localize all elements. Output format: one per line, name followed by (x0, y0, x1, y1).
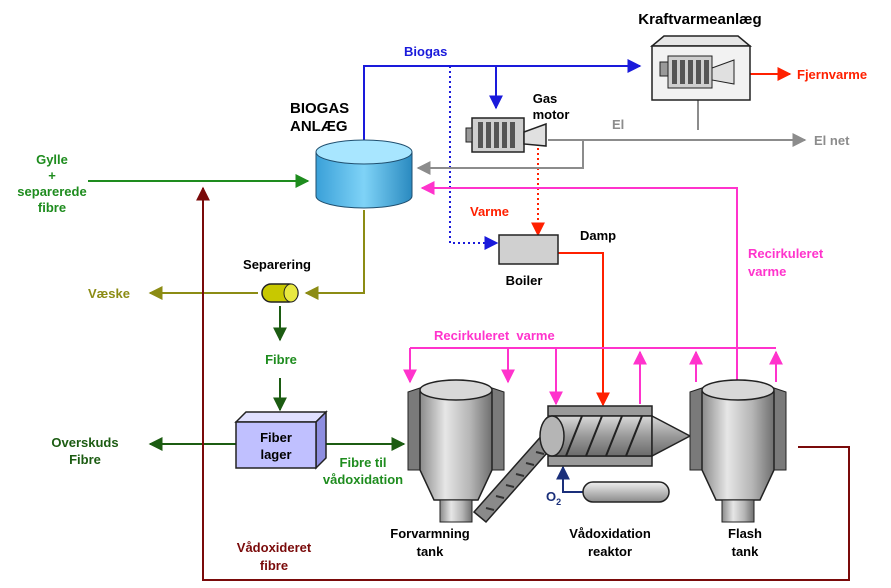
recirk-lines (403, 181, 783, 406)
damp-arrow (558, 252, 610, 407)
fiber-lager-label-2: lager (260, 447, 291, 462)
flash-tank (689, 379, 787, 523)
o2-arrow (556, 465, 583, 493)
biogas-plant-label-2: ANLÆG (290, 118, 348, 135)
recirk-right-label-2: varme (748, 264, 786, 279)
separation-lines (148, 210, 365, 300)
separering-label: Separering (243, 257, 311, 272)
fiber-lager-box (234, 410, 328, 470)
vadox-fibre-label-2: fibre (260, 558, 288, 573)
biogas-label: Biogas (404, 44, 447, 59)
gas-motor-label-1: Gas (533, 91, 558, 106)
vadox-fibre-label-1: Vådoxideret (237, 540, 312, 555)
gas-motor-icon (465, 117, 547, 153)
kraftvarme-label: Kraftvarmeanlæg (638, 11, 761, 28)
gylle-label-2: + (48, 168, 56, 183)
el-net-label: El net (814, 133, 850, 148)
boiler-label: Boiler (506, 273, 543, 288)
fibre-label: Fibre (265, 352, 297, 367)
biogas-digester (315, 139, 413, 209)
fiber-lager-label-1: Fiber (260, 430, 292, 445)
kraftvarme-icon (649, 35, 753, 101)
vadox-label-1: Vådoxidation (569, 526, 651, 541)
forvarmning-tank (407, 379, 505, 523)
overskud-label-2: Fibre (69, 452, 101, 467)
o2-tank (582, 481, 670, 503)
gylle-label-4: fibre (38, 200, 66, 215)
flash-label-2: tank (732, 544, 760, 559)
varme-label: Varme (470, 204, 509, 219)
vaeske-label: Væske (88, 286, 130, 301)
overskud-label-1: Overskuds (51, 435, 118, 450)
separator-icon (261, 283, 299, 303)
flash-label-1: Flash (728, 526, 762, 541)
forvarm-label-2: tank (417, 544, 445, 559)
vadoxidation-reactor (539, 405, 692, 467)
forvarm-label-1: Forvarmning (390, 526, 470, 541)
el-label: El (612, 117, 624, 132)
biogas-plant-label-1: BIOGAS (290, 100, 349, 117)
recirk-right-label-1: Recirkuleret (748, 246, 824, 261)
gas-motor-label-2: motor (533, 107, 570, 122)
gylle-label-3: separerede (17, 184, 86, 199)
vadox-fibre-loop (196, 186, 850, 581)
biogas-lines (363, 59, 642, 250)
boiler-icon (498, 234, 559, 265)
gylle-label-1: Gylle (36, 152, 68, 167)
vadox-label-2: reaktor (588, 544, 632, 559)
fibre-lines (148, 306, 406, 451)
recirk-top-label: Recirkuleret varme (434, 328, 555, 343)
el-lines (416, 100, 807, 175)
fibre-til-label-1: Fibre til (340, 455, 387, 470)
o2-label: O2 (546, 489, 561, 507)
damp-label: Damp (580, 228, 616, 243)
fjernvarme-label: Fjernvarme (797, 67, 867, 82)
fibre-til-label-2: vådoxidation (323, 472, 403, 487)
